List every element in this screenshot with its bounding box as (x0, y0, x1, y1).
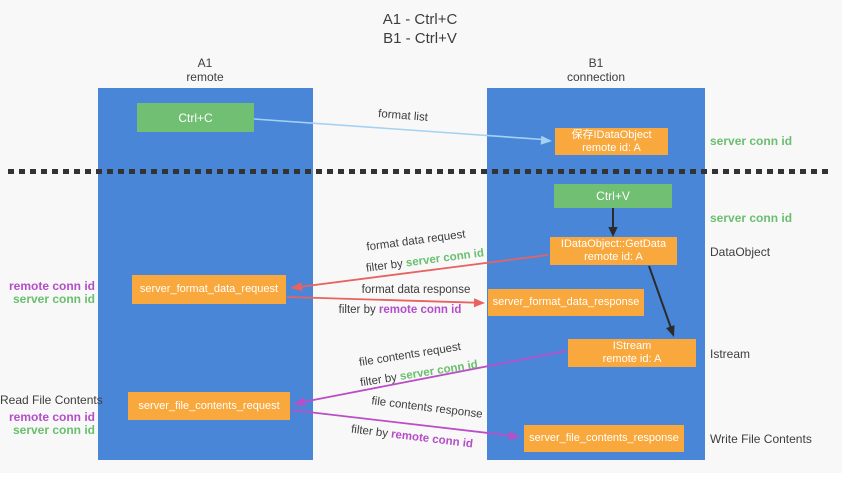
lane-a1-subtitle: remote (186, 69, 224, 84)
annotation-istream: Istream (710, 347, 751, 361)
filter-by-prefix-1: filter by (365, 257, 407, 275)
bottom-strip (0, 473, 842, 485)
title-line-2: B1 - Ctrl+V (383, 30, 457, 47)
annotation-dataobject: DataObject (710, 245, 771, 259)
lane-a1-name: A1 (197, 56, 213, 70)
node-server-file-contents-response: server_file_contents_response (524, 425, 684, 452)
filter-by-value-4: remote conn id (390, 428, 474, 451)
node-ctrl-v-label: Ctrl+V (596, 189, 630, 203)
session-divider-dashed-line (8, 169, 830, 174)
label-format-data-request: format data request (365, 228, 467, 254)
node-file-request-label: server_file_contents_request (138, 399, 280, 412)
label-filter-by-remote-conn-id-1: filter by remote conn id (339, 304, 462, 316)
filter-by-prefix-3: filter by (359, 371, 401, 390)
filter-by-value-2: remote conn id (378, 304, 462, 316)
filter-by-prefix-2: filter by (338, 304, 379, 316)
diagram-title: A1 - Ctrl+C B1 - Ctrl+V (320, 10, 520, 48)
node-format-request-label: server_format_data_request (139, 283, 279, 295)
node-ctrl-c: Ctrl+C (137, 103, 254, 132)
node-ctrl-c-label: Ctrl+C (178, 110, 213, 125)
annotation-read-file-contents: Read File Contents (0, 393, 103, 407)
node-save-idataobject-line1: 保存IDataObject (571, 128, 652, 141)
annotation-remote-conn-id-2: remote conn id (8, 410, 95, 424)
node-save-idataobject: 保存IDataObject remote id: A (555, 128, 668, 155)
label-format-data-response: format data response (361, 284, 471, 296)
label-filter-by-remote-conn-id-2: filter by remote conn id (350, 424, 473, 451)
node-istream: IStream remote id: A (568, 339, 696, 367)
node-istream-line2: remote id: A (602, 353, 662, 365)
annotation-remote-conn-id-1: remote conn id (8, 279, 95, 293)
node-istream-line1: IStream (612, 340, 652, 352)
title-line-1: A1 - Ctrl+C (382, 11, 458, 28)
label-filter-by-server-conn-id-1: filter by server conn id (365, 247, 484, 274)
label-file-contents-response: file contents response (370, 395, 484, 421)
node-server-file-contents-request: server_file_contents_request (128, 392, 290, 420)
node-ctrl-v: Ctrl+V (554, 184, 672, 208)
node-format-response-label: server_format_data_response (492, 296, 640, 308)
lane-header-a1: A1 remote (155, 56, 255, 84)
lane-b1-subtitle: connection (566, 69, 626, 84)
node-getdata-line2: remote id: A (584, 251, 643, 263)
node-idataobject-getdata: IDataObject::GetData remote id: A (550, 237, 677, 265)
label-format-list: format list (377, 108, 429, 124)
format-response-arrow-head (473, 298, 485, 308)
node-save-idataobject-line2: remote id: A (582, 141, 641, 154)
lane-b1-name: B1 (588, 56, 604, 70)
filter-by-value-1: server conn id (405, 247, 485, 270)
annotation-server-conn-id-left-2: server conn id (12, 423, 95, 437)
annotation-server-conn-id-mid: server conn id (710, 211, 793, 225)
filter-by-value-3: server conn id (399, 358, 479, 383)
node-server-format-data-request: server_format_data_request (132, 275, 286, 304)
annotation-server-conn-id-left-1: server conn id (12, 292, 95, 306)
node-server-format-data-response: server_format_data_response (488, 289, 644, 316)
annotation-server-conn-id-top: server conn id (710, 134, 793, 148)
format-response-arrow-line (286, 296, 477, 304)
lane-header-b1: B1 connection (546, 56, 646, 84)
annotation-write-file-contents: Write File Contents (710, 432, 812, 446)
node-getdata-line1: IDataObject::GetData (560, 238, 667, 250)
node-file-response-label: server_file_contents_response (529, 432, 679, 444)
filter-by-prefix-4: filter by (350, 423, 392, 441)
